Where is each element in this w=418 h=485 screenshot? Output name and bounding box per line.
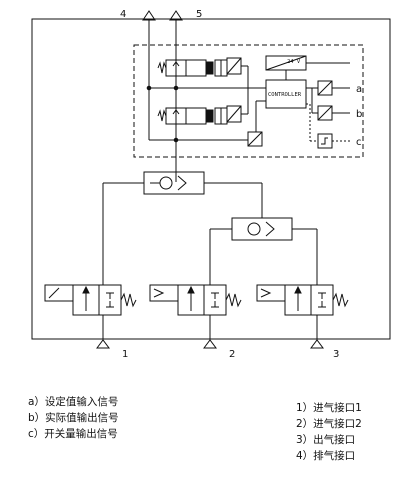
- port-1-label: 1: [122, 349, 128, 360]
- upper-shuttle-piping: [102, 182, 263, 285]
- signal-a-label: a: [356, 84, 362, 95]
- lower-shuttle-valve: [231, 217, 293, 241]
- supply-voltage-label: 24 V: [287, 59, 301, 65]
- lower-pressure-sensor: [226, 105, 242, 123]
- output-pressure-sensor: [247, 131, 263, 147]
- exhaust-port-5-symbol: [169, 10, 183, 21]
- lower-shuttle-piping: [209, 228, 318, 285]
- valve-block-dashed-box: [133, 44, 364, 158]
- solenoid-valve-3: [256, 284, 349, 340]
- internal-wiring: [146, 65, 266, 143]
- legend-port-3: 3）出气接口: [296, 434, 356, 446]
- signal-c-label: c: [356, 137, 362, 148]
- legend-signal-a: a）设定值输入信号: [28, 396, 119, 408]
- signal-b-converter: [317, 105, 333, 121]
- legend-signal-b: b）实际值输出信号: [28, 412, 119, 424]
- port-5-label: 5: [196, 9, 202, 20]
- outer-housing: [31, 18, 391, 340]
- signal-b-label: b: [356, 109, 362, 120]
- controller-box: [265, 79, 307, 109]
- port-3-label: 3: [333, 349, 339, 360]
- port-4-label: 4: [120, 9, 126, 20]
- legend-signal-c: c）开关量输出信号: [28, 428, 118, 440]
- supply-port-1-symbol: [96, 339, 110, 349]
- solenoid-valve-1: [44, 284, 137, 340]
- legend-port-1: 1）进气接口1: [296, 402, 362, 414]
- upper-shuttle-valve: [143, 171, 205, 195]
- legend-port-4: 4）排气接口: [296, 450, 356, 462]
- signal-a-converter: [317, 80, 333, 96]
- exhaust-port-4-symbol: [142, 10, 156, 21]
- solenoid-valve-2: [149, 284, 242, 340]
- lower-pilot-valve: [157, 107, 228, 125]
- supply-port-3-symbol: [310, 339, 324, 349]
- supply-port-2-symbol: [203, 339, 217, 349]
- signal-legend: a）设定值输入信号 b）实际值输出信号 c）开关量输出信号: [28, 394, 119, 442]
- upper-pilot-valve: [157, 59, 228, 77]
- port-legend: 1）进气接口1 2）进气接口2 3）出气接口 4）排气接口: [296, 400, 362, 464]
- signal-c-switch: [317, 133, 333, 149]
- controller-label: CONTROLLER: [268, 92, 302, 98]
- upper-pressure-sensor: [226, 57, 242, 75]
- legend-port-2: 2）进气接口2: [296, 418, 362, 430]
- port-2-label: 2: [229, 349, 235, 360]
- signal-wiring: [306, 62, 350, 142]
